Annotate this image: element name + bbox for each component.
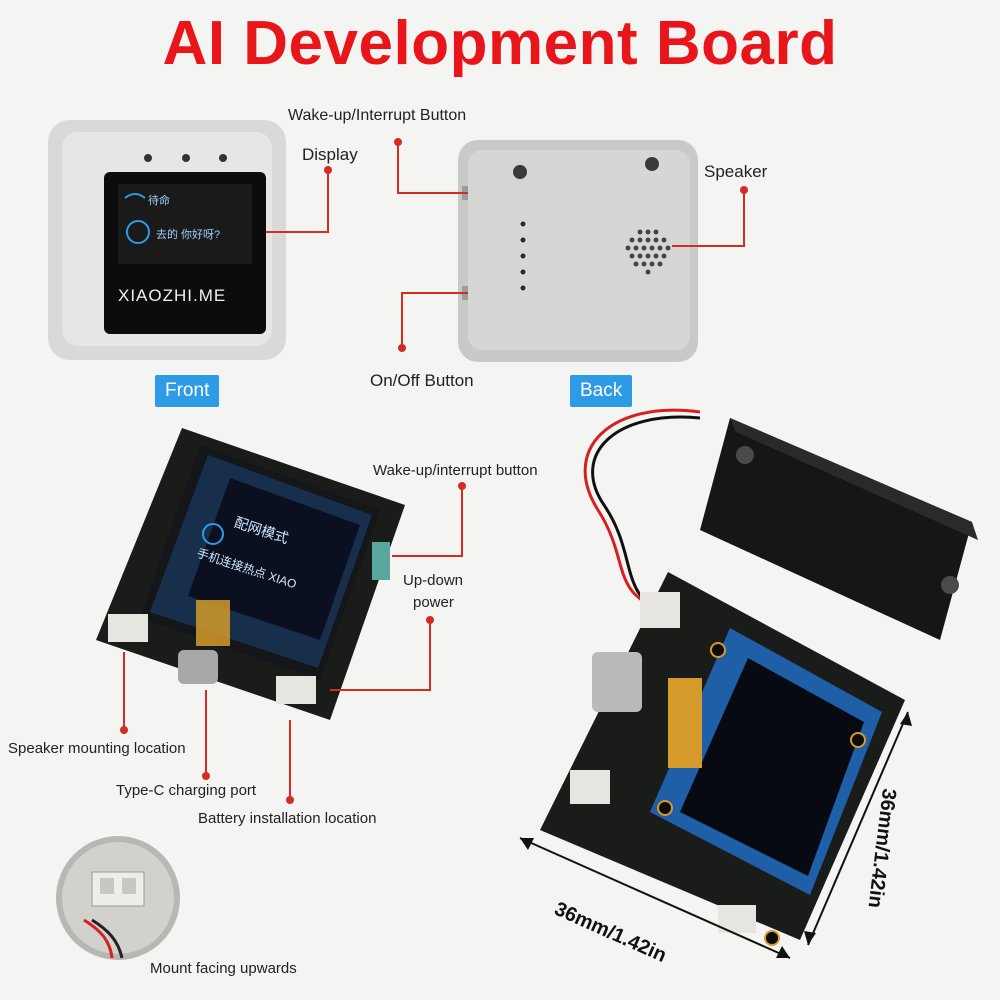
leader-lines: [123, 142, 745, 800]
label-type-c-port: Type-C charging port: [116, 782, 257, 799]
device-front-image: [48, 120, 286, 360]
label-up-down-power-1: Up-down: [403, 572, 464, 589]
label-up-down-power-2: power: [413, 594, 454, 611]
speaker-wire: [583, 408, 701, 616]
badge-front: Front: [155, 375, 220, 407]
label-battery-location: Battery installation location: [198, 810, 377, 827]
speaker-box-image: [700, 418, 978, 640]
speaker-grille-icon: [625, 229, 671, 275]
label-wake-interrupt-board: Wake-up/interrupt button: [373, 462, 538, 479]
board-rotated-image: [540, 572, 905, 946]
board-angled-image: [96, 428, 405, 720]
label-mount-facing: Mount facing upwards: [150, 960, 297, 977]
device-brand-text: XIAOZHI.ME: [118, 286, 227, 305]
label-on-off-button: On/Off Button: [370, 371, 474, 390]
dimension-arrows: [519, 711, 909, 959]
label-speaker-mounting: Speaker mounting location: [8, 740, 186, 757]
device-back-image: [458, 140, 698, 362]
device-screen-message: 去的 你好呀?: [156, 229, 221, 241]
leader-dots: [120, 138, 748, 804]
label-speaker: Speaker: [704, 162, 768, 181]
label-wake-interrupt-button: Wake-up/Interrupt Button: [288, 107, 467, 124]
badge-back: Back: [570, 375, 633, 407]
connector-closeup-image: [56, 836, 180, 960]
label-display: Display: [302, 145, 358, 164]
page-title: AI Development Board: [162, 9, 838, 78]
device-screen-status: 待命: [148, 195, 170, 207]
